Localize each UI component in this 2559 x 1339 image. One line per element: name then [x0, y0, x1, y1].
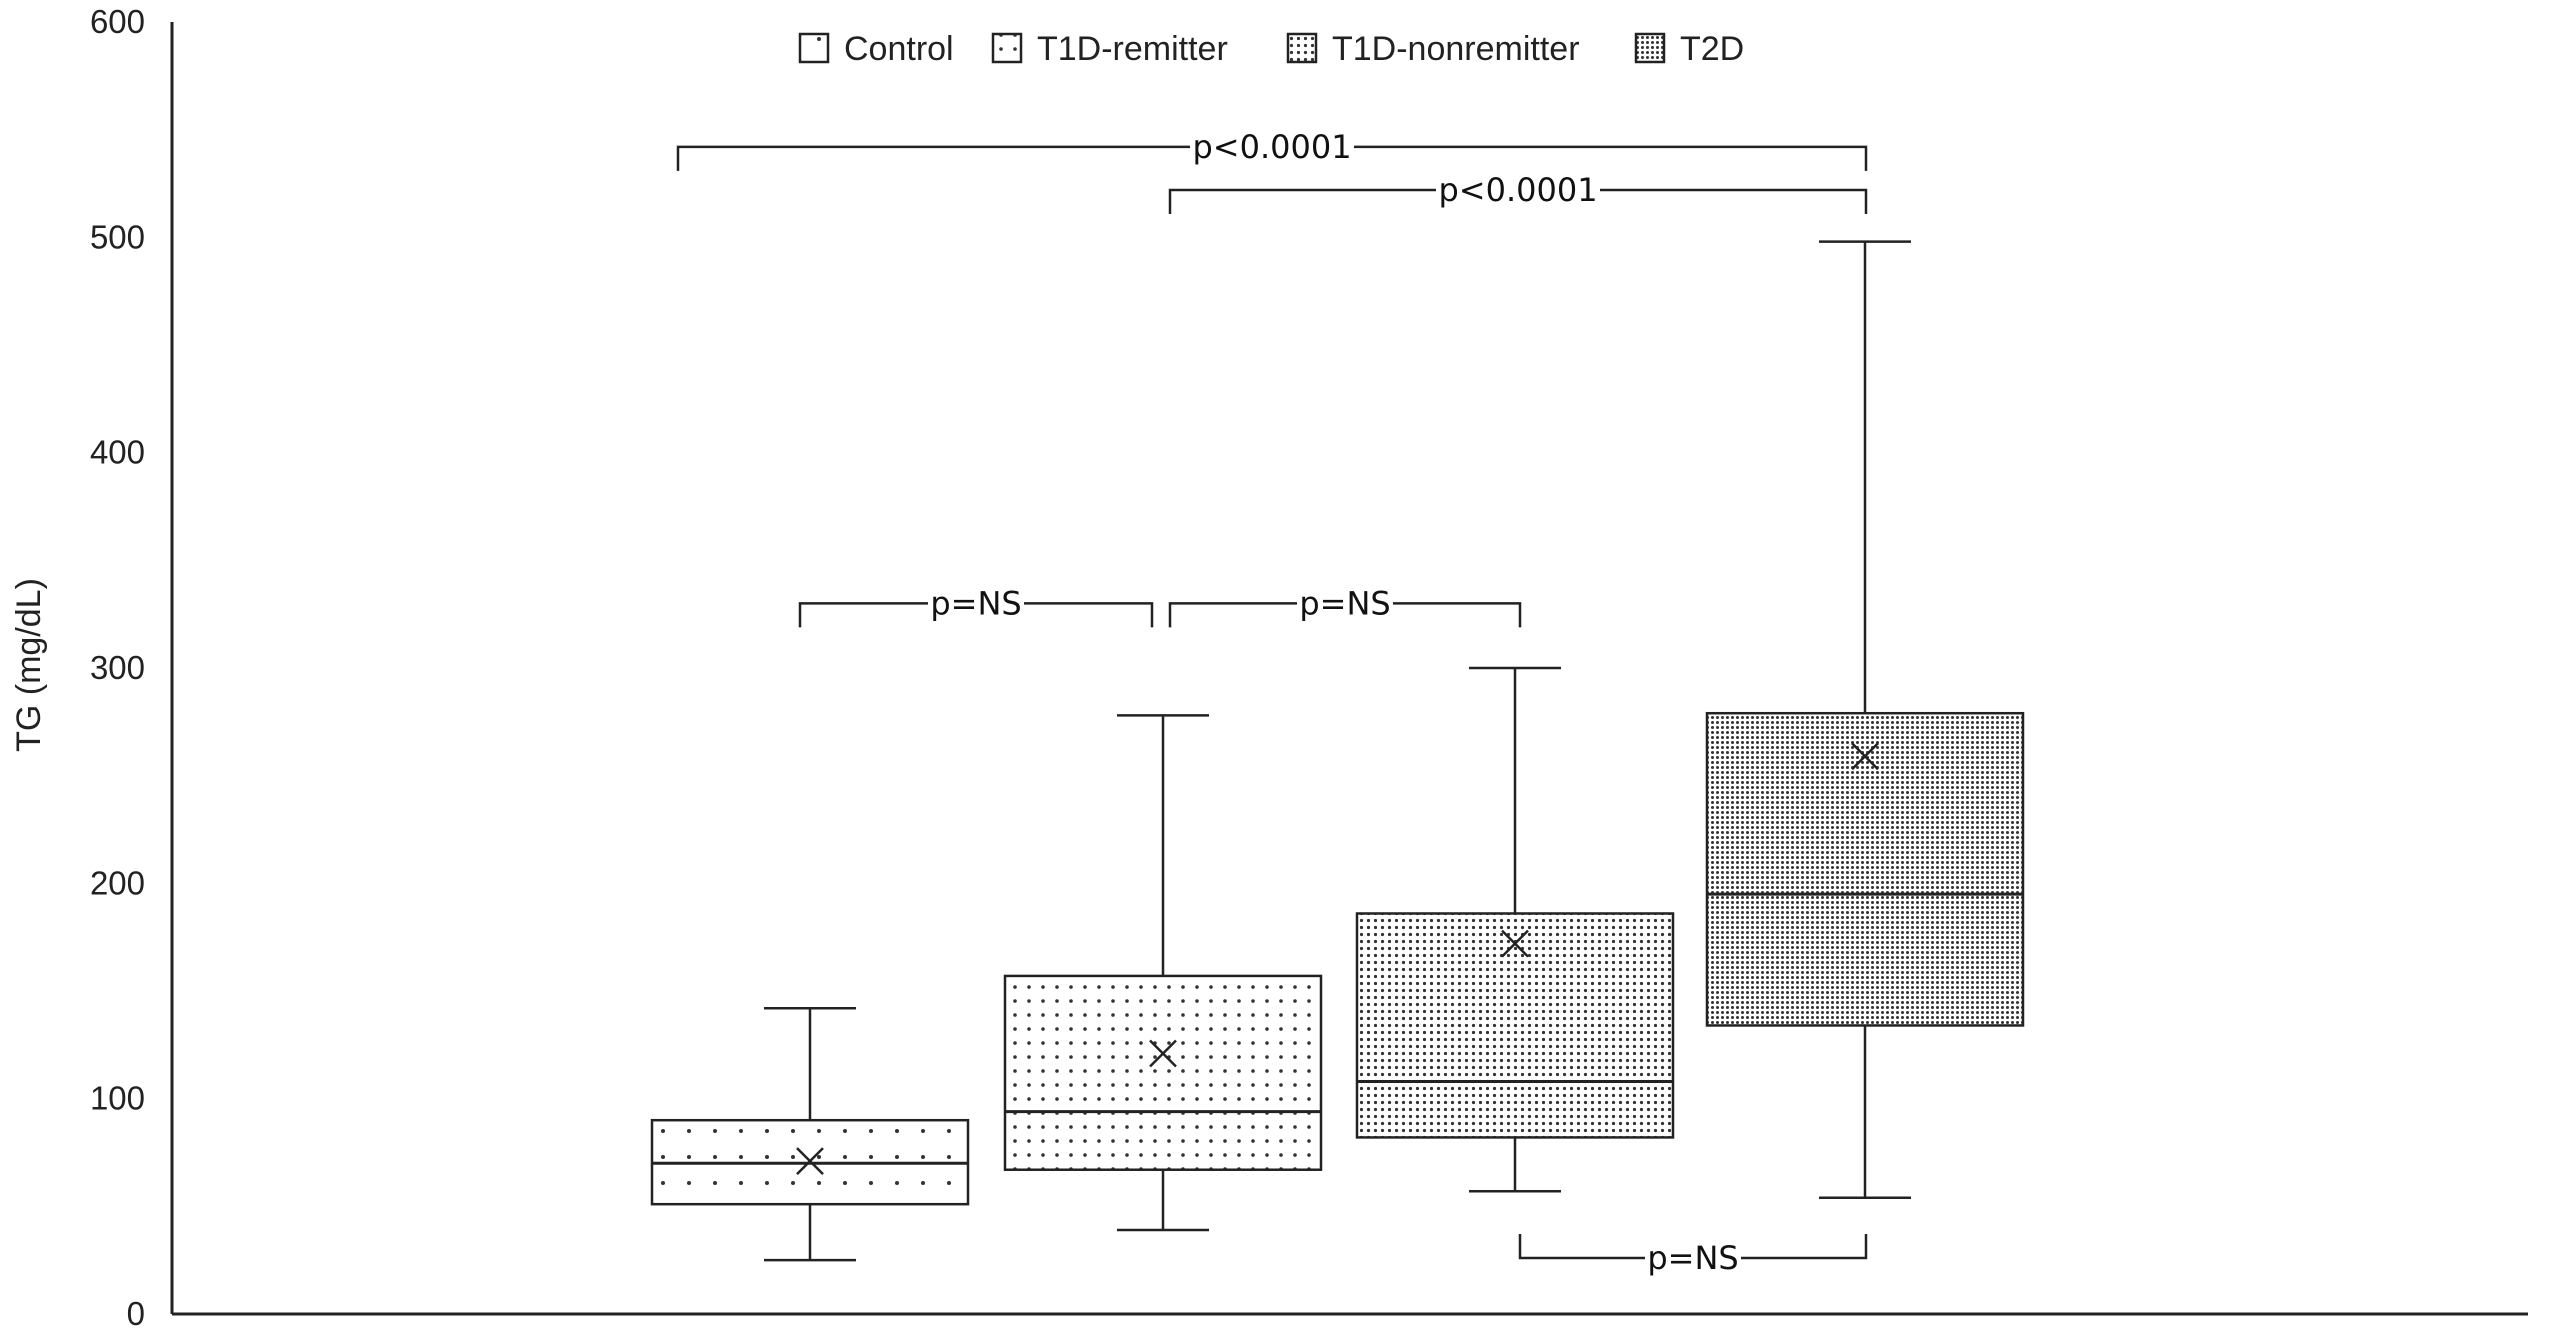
significance-bracket: p<0.0001 — [1168, 171, 1868, 214]
significance-label: p=NS — [1647, 1239, 1738, 1277]
iqr-box — [1705, 711, 2025, 1027]
box-1 — [650, 1006, 970, 1262]
box-series — [650, 240, 2025, 1262]
box-4 — [1705, 240, 2025, 1199]
mean-marker — [796, 1147, 824, 1175]
mean-marker-stroke — [796, 1147, 824, 1175]
legend-swatch — [991, 32, 1023, 64]
significance-label: p<0.0001 — [1438, 171, 1597, 209]
mean-marker — [1851, 742, 1879, 771]
significance-bracket: p<0.0001 — [676, 128, 1868, 171]
y-tick-label: 500 — [90, 218, 145, 255]
mean-marker-stroke — [1149, 1039, 1177, 1068]
legend-item: T1D-remitter — [991, 30, 1228, 68]
legend: Control T1D-remitter T1D-nonremitter T2D — [798, 30, 1744, 68]
box-3 — [1355, 666, 1675, 1193]
bracket-line-left — [676, 145, 1190, 171]
y-tick-label: 300 — [90, 649, 145, 686]
y-tick-label: 100 — [90, 1080, 145, 1117]
legend-label: T2D — [1680, 30, 1744, 68]
bracket-line-right — [1600, 188, 1868, 214]
mean-marker-stroke — [1851, 742, 1879, 771]
y-tick-label: 0 — [127, 1295, 145, 1332]
bracket-line-right — [1354, 145, 1868, 171]
bracket-line-left — [1168, 602, 1297, 628]
y-tick-label: 600 — [90, 3, 145, 40]
bracket-line-right — [1741, 1234, 1868, 1260]
legend-swatch — [1286, 32, 1318, 64]
legend-label: Control — [844, 30, 954, 68]
mean-marker — [1501, 929, 1529, 958]
legend-item: T1D-nonremitter — [1286, 30, 1580, 68]
legend-label: T1D-remitter — [1037, 30, 1228, 68]
mean-marker — [1149, 1039, 1177, 1068]
legend-swatch — [798, 32, 830, 64]
significance-label: p<0.0001 — [1192, 128, 1351, 166]
legend-label: T1D-nonremitter — [1332, 30, 1580, 68]
mean-marker-stroke — [1501, 929, 1529, 958]
y-axis-ticks: 0 100 200 300 400 500 600 — [90, 3, 145, 1332]
y-tick-label: 400 — [90, 434, 145, 471]
axes — [170, 22, 2528, 1316]
iqr-box — [1355, 912, 1675, 1139]
significance-annotations: p<0.0001 p<0.0001 p=NS p=NS p=NS — [676, 128, 1868, 1277]
bracket-line-right — [1393, 602, 1522, 628]
legend-item: Control — [798, 30, 954, 68]
significance-bracket: p=NS — [1168, 584, 1522, 628]
iqr-box — [1003, 974, 1323, 1171]
legend-item: T2D — [1634, 30, 1744, 68]
bracket-line-right — [1024, 602, 1154, 628]
legend-swatch — [1634, 32, 1666, 64]
significance-bracket: p=NS — [1518, 1234, 1868, 1277]
bracket-line-left — [1518, 1234, 1645, 1260]
box-2 — [1003, 714, 1323, 1232]
bracket-line-left — [1168, 188, 1436, 214]
y-tick-label: 200 — [90, 864, 145, 901]
significance-label: p=NS — [1299, 584, 1390, 622]
significance-label: p=NS — [930, 584, 1021, 622]
bracket-line-left — [798, 602, 928, 628]
significance-bracket: p=NS — [798, 584, 1154, 628]
y-axis-title: TG (mg/dL) — [10, 578, 48, 752]
